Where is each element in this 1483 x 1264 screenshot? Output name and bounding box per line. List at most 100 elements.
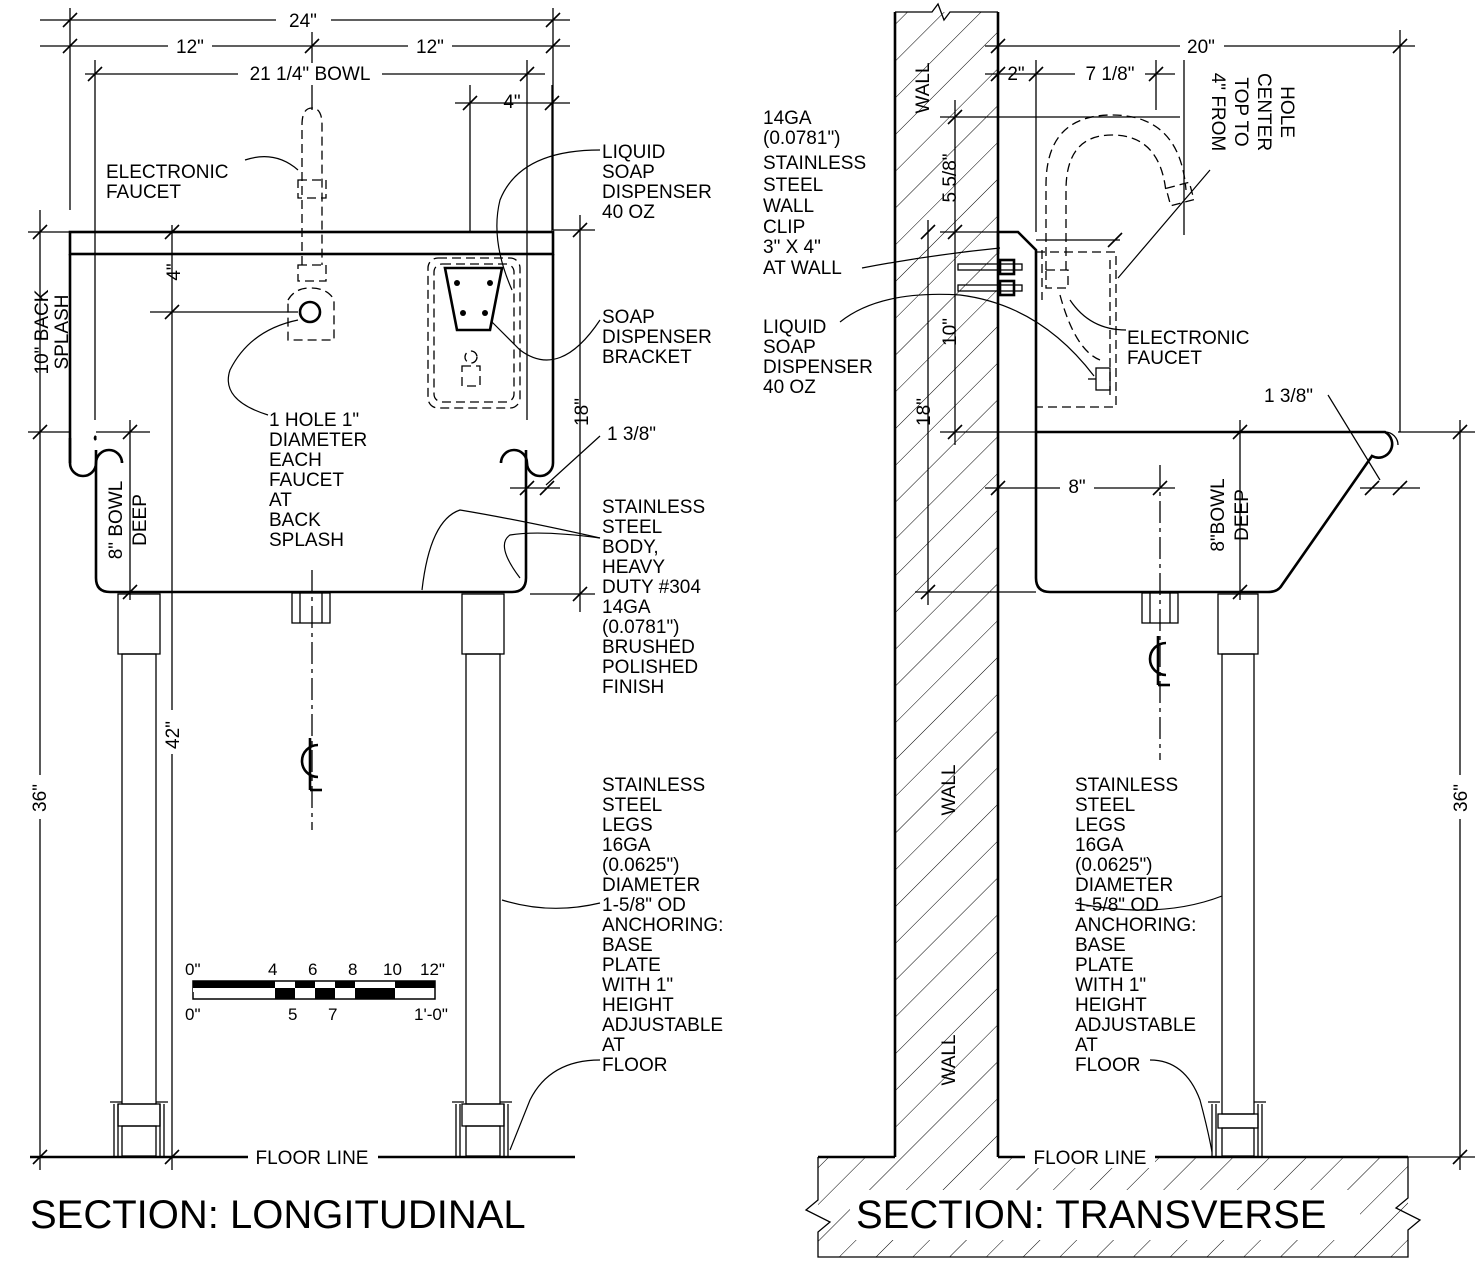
bowl-deep-label-t1: 8"BOWL bbox=[1208, 478, 1229, 551]
back-splash-label-2: SPLASH bbox=[52, 295, 73, 370]
svg-text:FLOOR: FLOOR bbox=[1075, 1055, 1140, 1076]
note-electronic-faucet-t: ELECTRONIC FAUCET bbox=[1127, 328, 1249, 369]
svg-text:(0.0781"): (0.0781") bbox=[602, 617, 680, 638]
total-height-label: 42" bbox=[163, 721, 184, 749]
rim-height-label: 36" bbox=[30, 784, 51, 812]
note-liquid-soap: LIQUID SOAP DISPENSER 40 OZ bbox=[602, 142, 712, 223]
svg-text:DIAMETER: DIAMETER bbox=[269, 430, 367, 451]
svg-text:STEEL: STEEL bbox=[1075, 795, 1135, 816]
svg-text:BASE: BASE bbox=[1075, 935, 1126, 956]
scale-top-0: 0" bbox=[185, 960, 201, 979]
svg-text:14GA: 14GA bbox=[602, 597, 651, 618]
svg-text:WITH 1": WITH 1" bbox=[1075, 975, 1146, 996]
faucet-hole-note-1: 4" FROM bbox=[1207, 73, 1228, 152]
scale-bar: 0" 4 6 8 10 12" 0" 5 7 1'-0" bbox=[185, 960, 448, 1024]
scale-bottom-1ft: 1'-0" bbox=[414, 1005, 448, 1024]
bowl-deep-label-1: 8" BOWL bbox=[106, 481, 127, 560]
svg-text:LIQUID: LIQUID bbox=[763, 317, 826, 338]
svg-text:SOAP: SOAP bbox=[763, 337, 816, 358]
wall-label-bottom: WALL bbox=[939, 1034, 960, 1085]
faucet-spout bbox=[297, 107, 327, 282]
note-body: STAINLESS STEEL BODY, HEAVY DUTY #304 14… bbox=[602, 497, 705, 698]
wall-label-mid: WALL bbox=[939, 764, 960, 815]
svg-text:WITH 1": WITH 1" bbox=[602, 975, 673, 996]
svg-text:AT: AT bbox=[602, 1035, 625, 1056]
leaders-longitudinal bbox=[227, 149, 601, 1151]
faucet-offset-label: 7 1/8" bbox=[1085, 64, 1134, 85]
wall bbox=[893, 2, 1000, 1157]
svg-text:16GA: 16GA bbox=[602, 835, 651, 856]
bowl-deep-label-2: DEEP bbox=[130, 494, 151, 546]
svg-text:DISPENSER: DISPENSER bbox=[602, 182, 712, 203]
drain-offset-label: 8" bbox=[1068, 477, 1085, 498]
splash-total-label-t: 18" bbox=[914, 398, 935, 426]
scale-top-12: 12" bbox=[420, 960, 445, 979]
svg-text:14GA: 14GA bbox=[763, 108, 812, 129]
soap-dispenser-transverse bbox=[1059, 294, 1111, 391]
scale-top-8: 8 bbox=[348, 960, 357, 979]
svg-text:LEGS: LEGS bbox=[602, 815, 653, 836]
sink-body-longitudinal bbox=[68, 230, 555, 594]
svg-text:WALL: WALL bbox=[763, 196, 814, 217]
splash-total-label: 18" bbox=[572, 398, 593, 426]
svg-text:LEGS: LEGS bbox=[1075, 815, 1126, 836]
svg-text:FAUCET: FAUCET bbox=[269, 470, 344, 491]
faucet-hole-note-2: TOP TO bbox=[1230, 77, 1251, 146]
clip-drop-label: 5 5/8" bbox=[940, 153, 961, 202]
note-wall-clip: 14GA (0.0781") STAINLESS STEEL WALL CLIP… bbox=[763, 108, 866, 279]
svg-text:ANCHORING:: ANCHORING: bbox=[1075, 915, 1196, 936]
wall-bolts bbox=[957, 258, 1023, 297]
svg-text:DUTY #304: DUTY #304 bbox=[602, 577, 701, 598]
svg-text:AT: AT bbox=[269, 490, 292, 511]
scale-bottom-5: 5 bbox=[288, 1005, 297, 1024]
faucet-hole-note-4: HOLE bbox=[1276, 86, 1297, 138]
svg-text:HEAVY: HEAVY bbox=[602, 557, 665, 578]
svg-text:BRACKET: BRACKET bbox=[602, 347, 692, 368]
bowl-deep-label-t2: DEEP bbox=[1232, 489, 1253, 541]
svg-text:3" X 4": 3" X 4" bbox=[763, 237, 821, 258]
floor-line-label-t: FLOOR LINE bbox=[1034, 1148, 1147, 1169]
svg-text:BODY,: BODY, bbox=[602, 537, 659, 558]
faucet-hole-note-3: CENTER bbox=[1253, 73, 1274, 151]
gooseneck-faucet bbox=[1045, 114, 1195, 289]
svg-text:POLISHED: POLISHED bbox=[602, 657, 698, 678]
svg-text:DISPENSER: DISPENSER bbox=[602, 327, 712, 348]
svg-text:FAUCET: FAUCET bbox=[106, 182, 181, 203]
title-longitudinal: SECTION: LONGITUDINAL bbox=[30, 1193, 526, 1237]
note-faucet-hole: 1 HOLE 1" DIAMETER EACH FAUCET AT BACK S… bbox=[269, 410, 367, 551]
svg-text:SOAP: SOAP bbox=[602, 307, 655, 328]
svg-text:HEIGHT: HEIGHT bbox=[602, 995, 674, 1016]
faucet-hole bbox=[287, 287, 335, 341]
svg-text:BACK: BACK bbox=[269, 510, 321, 531]
rim-roll-label-t: 1 3/8" bbox=[1264, 386, 1313, 407]
scale-bottom-7: 7 bbox=[328, 1005, 337, 1024]
svg-text:DIAMETER: DIAMETER bbox=[602, 875, 700, 896]
right-vertical-dimensions bbox=[510, 215, 601, 612]
half-width-left-label: 12" bbox=[176, 37, 204, 58]
svg-text:BASE: BASE bbox=[602, 935, 653, 956]
svg-text:STEEL: STEEL bbox=[763, 175, 823, 196]
svg-text:40 OZ: 40 OZ bbox=[602, 202, 655, 223]
svg-text:PLATE: PLATE bbox=[1075, 955, 1134, 976]
svg-text:ELECTRONIC: ELECTRONIC bbox=[106, 162, 228, 183]
svg-text:AT WALL: AT WALL bbox=[763, 258, 842, 279]
floor-line-label-l: FLOOR LINE bbox=[256, 1148, 369, 1169]
svg-text:1-5/8" OD: 1-5/8" OD bbox=[602, 895, 686, 916]
svg-text:STEEL: STEEL bbox=[602, 795, 662, 816]
svg-text:FINISH: FINISH bbox=[602, 677, 664, 698]
scale-bottom-0: 0" bbox=[185, 1005, 201, 1024]
leaders-transverse bbox=[839, 247, 1223, 1153]
bowl-width-label: 21 1/4" BOWL bbox=[250, 64, 371, 85]
svg-text:STEEL: STEEL bbox=[602, 517, 662, 538]
svg-text:DIAMETER: DIAMETER bbox=[1075, 875, 1173, 896]
dispenser-offset-label: 4" bbox=[503, 92, 520, 113]
svg-text:ADJUSTABLE: ADJUSTABLE bbox=[602, 1015, 723, 1036]
overall-depth-label: 20" bbox=[1187, 37, 1215, 58]
centerline-symbol bbox=[300, 738, 322, 792]
svg-text:SPLASH: SPLASH bbox=[269, 530, 344, 551]
svg-text:ADJUSTABLE: ADJUSTABLE bbox=[1075, 1015, 1196, 1036]
svg-text:(0.0625"): (0.0625") bbox=[602, 855, 680, 876]
svg-text:DISPENSER: DISPENSER bbox=[763, 357, 873, 378]
svg-text:ANCHORING:: ANCHORING: bbox=[602, 915, 723, 936]
